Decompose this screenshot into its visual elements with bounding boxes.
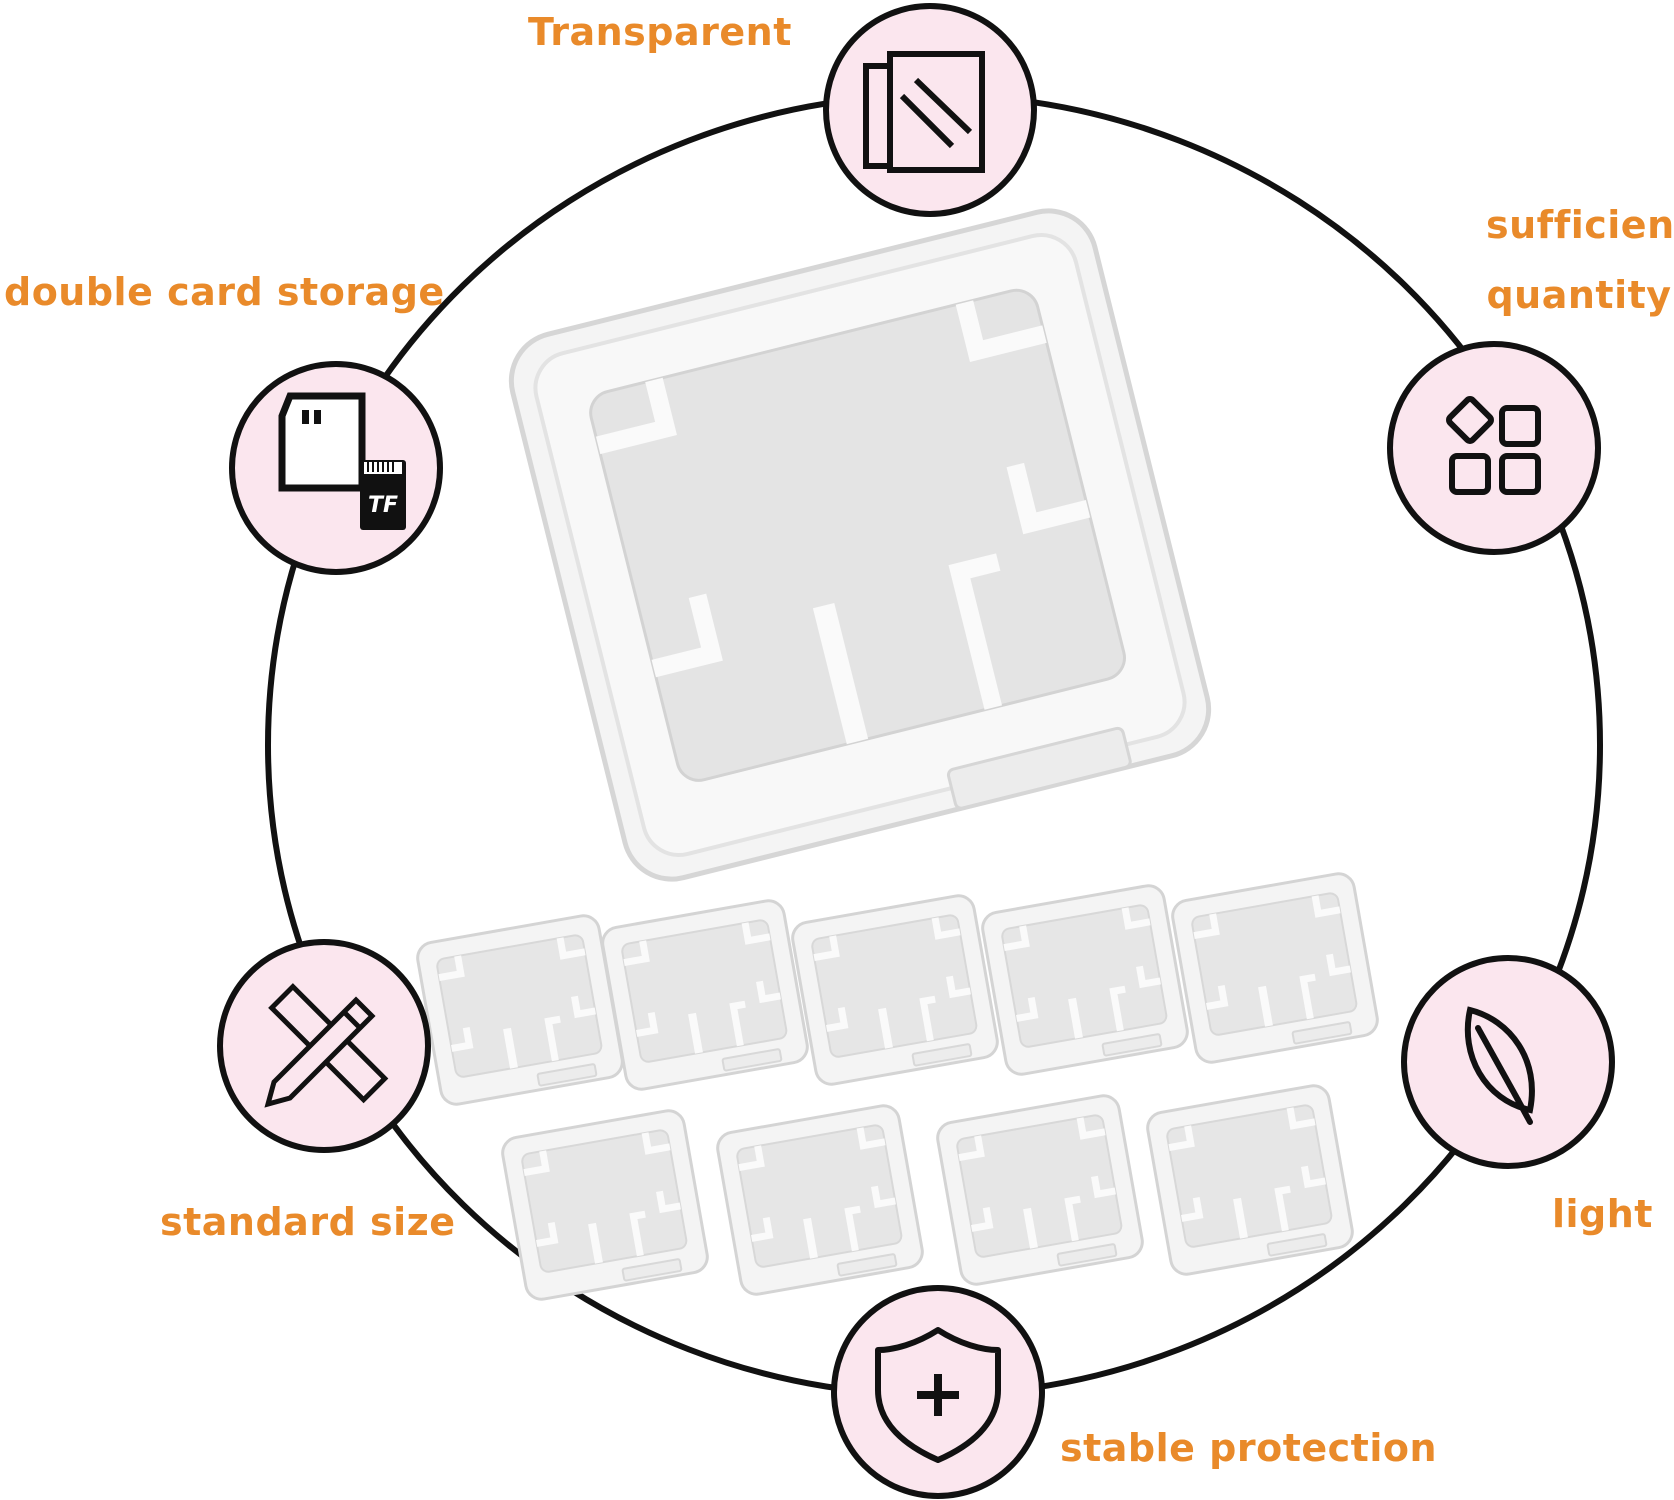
sd-card-icon — [278, 392, 366, 492]
badge-standard-size — [217, 939, 431, 1153]
small-card-case — [601, 899, 809, 1091]
small-card-case — [716, 1104, 924, 1296]
badge-sufficient-quantity — [1387, 341, 1601, 555]
blocks-icon — [1446, 396, 1541, 495]
badge-double-card-storage: TF — [229, 361, 443, 575]
label-light: light — [1552, 1192, 1653, 1236]
ruler-pencil-icon — [264, 983, 389, 1108]
badge-stable-protection — [831, 1285, 1045, 1499]
label-standard-size: standard size — [160, 1200, 456, 1244]
small-card-case — [791, 894, 999, 1086]
tf-card-text: TF — [368, 493, 398, 518]
label-double-card-storage: double card storage — [4, 270, 445, 314]
small-card-case — [981, 884, 1189, 1076]
small-card-case — [936, 1094, 1144, 1286]
label-transparent: Transparent — [528, 10, 792, 54]
small-card-case — [501, 1109, 709, 1301]
badge-light — [1401, 955, 1615, 1169]
small-case-group — [416, 872, 1379, 1301]
feather-icon — [1464, 1006, 1535, 1125]
transparent-sheet-icon — [863, 51, 985, 173]
small-card-case — [416, 914, 624, 1106]
large-card-case — [508, 208, 1212, 882]
small-card-case — [1146, 1084, 1354, 1276]
tf-card-icon: TF — [360, 460, 406, 530]
shield-plus-icon — [875, 1327, 1001, 1463]
small-card-case — [1171, 872, 1379, 1064]
label-stable-protection: stable protection — [1060, 1426, 1438, 1470]
label-sufficient-quantity: sufficient quantity — [1486, 203, 1674, 317]
badge-transparent — [823, 3, 1037, 217]
